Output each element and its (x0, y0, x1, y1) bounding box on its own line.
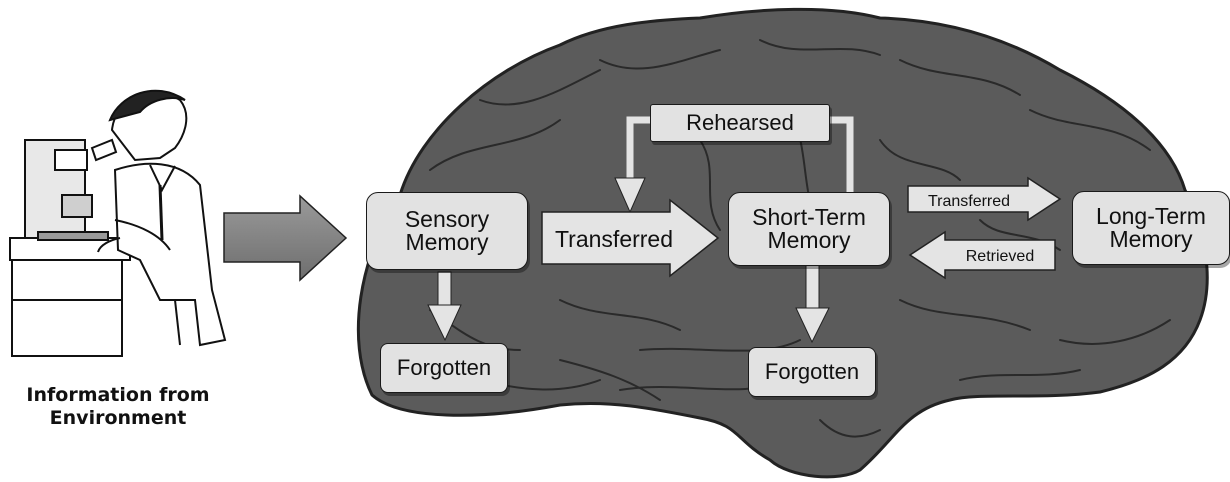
rehearsed-box: Rehearsed (650, 104, 830, 142)
long-term-memory-label: Long-Term Memory (1096, 203, 1206, 252)
environment-input-arrow (223, 194, 348, 282)
short-term-memory-box: Short-Term Memory (728, 192, 890, 266)
sensory-memory-label: Sensory Memory (404, 206, 490, 255)
sensory-forgotten-arrow (427, 271, 462, 342)
rehearsed-label: Rehearsed (686, 110, 794, 135)
arrow-sensory-to-short-term: Transferred (541, 198, 720, 278)
arrow-short-to-long-term: Transferred (907, 176, 1062, 222)
environment-caption: Information from Environment (26, 384, 210, 429)
short-term-forgotten-arrow (795, 264, 830, 344)
scientist-illustration (9, 89, 227, 357)
arrow-label-transferred-2: Transferred (928, 193, 1010, 210)
short-term-memory-label: Short-Term Memory (752, 204, 866, 253)
rehearsal-loop-arrow (626, 116, 854, 195)
forgotten-sensory-label: Forgotten (396, 355, 492, 380)
forgotten-short-term-label: Forgotten (764, 359, 860, 384)
long-term-memory-box: Long-Term Memory (1072, 191, 1230, 265)
forgotten-sensory-box: Forgotten (380, 343, 508, 393)
arrow-long-to-short-term: Retrieved (908, 230, 1056, 280)
sensory-memory-box: Sensory Memory (366, 192, 528, 270)
arrow-label-transferred-1: Transferred (555, 226, 673, 252)
arrow-label-retrieved: Retrieved (966, 248, 1034, 265)
forgotten-short-term-box: Forgotten (748, 347, 876, 397)
rehearsal-loop-arrowhead (614, 177, 646, 214)
